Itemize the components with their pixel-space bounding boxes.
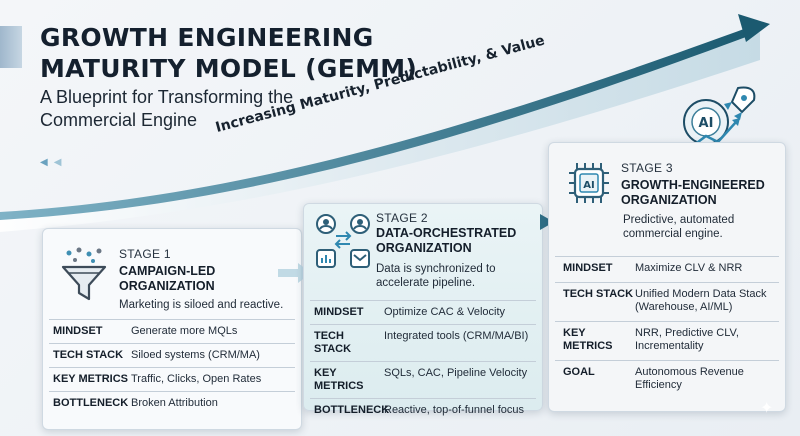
- arrow-right-icon: [540, 214, 554, 230]
- chevron-decoration: ◀ ◀: [40, 157, 61, 168]
- stage-number: STAGE 2: [376, 211, 428, 225]
- stage-title: GROWTH-ENGINEERED ORGANIZATION: [621, 178, 765, 207]
- chevron-left-icon: ◀: [53, 157, 62, 168]
- data-sync-icon: [316, 214, 370, 268]
- sparkle-icon: ✦: [760, 400, 774, 417]
- attribute-row: GOAL Autonomous Revenue Efficiency: [555, 360, 779, 399]
- attribute-value: Autonomous Revenue Efficiency: [635, 366, 744, 391]
- attribute-row: MINDSET Optimize CAC & Velocity: [310, 300, 536, 324]
- attribute-value: Traffic, Clicks, Open Rates: [131, 373, 262, 385]
- stage-number: STAGE 1: [119, 247, 171, 261]
- attribute-key: KEY METRICS: [563, 327, 613, 352]
- attribute-row: KEY METRICS NRR, Predictive CLV, Incremen…: [555, 321, 779, 360]
- stage-attributes: MINDSET Optimize CAC & Velocity TECH STAC…: [310, 300, 536, 422]
- attribute-value: Generate more MQLs: [131, 325, 238, 337]
- arrow-right-icon: [278, 263, 311, 283]
- attribute-value: Siloed systems (CRM/MA): [131, 349, 260, 361]
- stage-card-2: STAGE 2 DATA-ORCHESTRATED ORGANIZATION D…: [303, 203, 543, 416]
- attribute-row: TECH STACK Siloed systems (CRM/MA): [49, 343, 295, 367]
- attribute-value: SQLs, CAC, Pipeline Velocity: [384, 367, 528, 379]
- attribute-row: TECH STACK Integrated tools (CRM/MA/BI): [310, 324, 536, 361]
- attribute-key: TECH STACK: [563, 288, 634, 300]
- ai-chip-icon: AI: [569, 163, 609, 203]
- attribute-row: MINDSET Maximize CLV & NRR: [555, 256, 779, 282]
- ai-badge-label: AI: [699, 116, 714, 131]
- attribute-value: Reactive, top-of-funnel focus: [384, 404, 525, 416]
- stage-number: STAGE 3: [621, 161, 673, 175]
- band-arrowhead: [738, 14, 770, 42]
- attribute-key: KEY METRICS: [53, 373, 128, 385]
- attribute-key: GOAL: [563, 366, 595, 378]
- attribute-value: Optimize CAC & Velocity: [384, 306, 506, 318]
- attribute-key: MINDSET: [53, 325, 103, 337]
- attribute-value: Integrated tools (CRM/MA/BI): [384, 330, 529, 342]
- stage-title: CAMPAIGN-LED ORGANIZATION: [119, 264, 216, 293]
- stage-description: Predictive, automated commercial engine.: [623, 214, 735, 240]
- attribute-value: Maximize CLV & NRR: [635, 262, 743, 274]
- stage-attributes: MINDSET Generate more MQLs TECH STACK Silo…: [49, 319, 295, 415]
- stage-description: Marketing is siloed and reactive.: [119, 299, 284, 311]
- attribute-key: TECH STACK: [314, 330, 352, 355]
- attribute-key: TECH STACK: [53, 349, 124, 361]
- attribute-key: MINDSET: [314, 306, 364, 318]
- stage-card-1: STAGE 1 CAMPAIGN-LED ORGANIZATION Market…: [42, 228, 302, 430]
- stage-card-3: AI STAGE 3 GROWTH-ENGINEERED ORGANIZATIO…: [548, 142, 786, 412]
- chip-label: AI: [583, 180, 594, 191]
- attribute-key: MINDSET: [563, 262, 613, 274]
- attribute-value: Broken Attribution: [131, 397, 218, 409]
- attribute-key: BOTTLENECK: [314, 404, 390, 416]
- attribute-key: BOTTLENECK: [53, 397, 129, 409]
- attribute-row: KEY METRICS SQLs, CAC, Pipeline Velocity: [310, 361, 536, 398]
- chevron-left-icon: ◀: [40, 157, 48, 168]
- funnel-icon: [61, 247, 107, 301]
- attribute-key: KEY METRICS: [314, 367, 364, 392]
- attribute-row: MINDSET Generate more MQLs: [49, 319, 295, 343]
- attribute-value: Unified Modern Data Stack (Warehouse, AI…: [635, 288, 767, 313]
- stage-title: DATA-ORCHESTRATED ORGANIZATION: [376, 226, 517, 255]
- left-accent-bar: [0, 26, 22, 68]
- attribute-value: NRR, Predictive CLV, Incrementality: [635, 327, 739, 352]
- stage-description: Data is synchronized to accelerate pipel…: [376, 263, 496, 289]
